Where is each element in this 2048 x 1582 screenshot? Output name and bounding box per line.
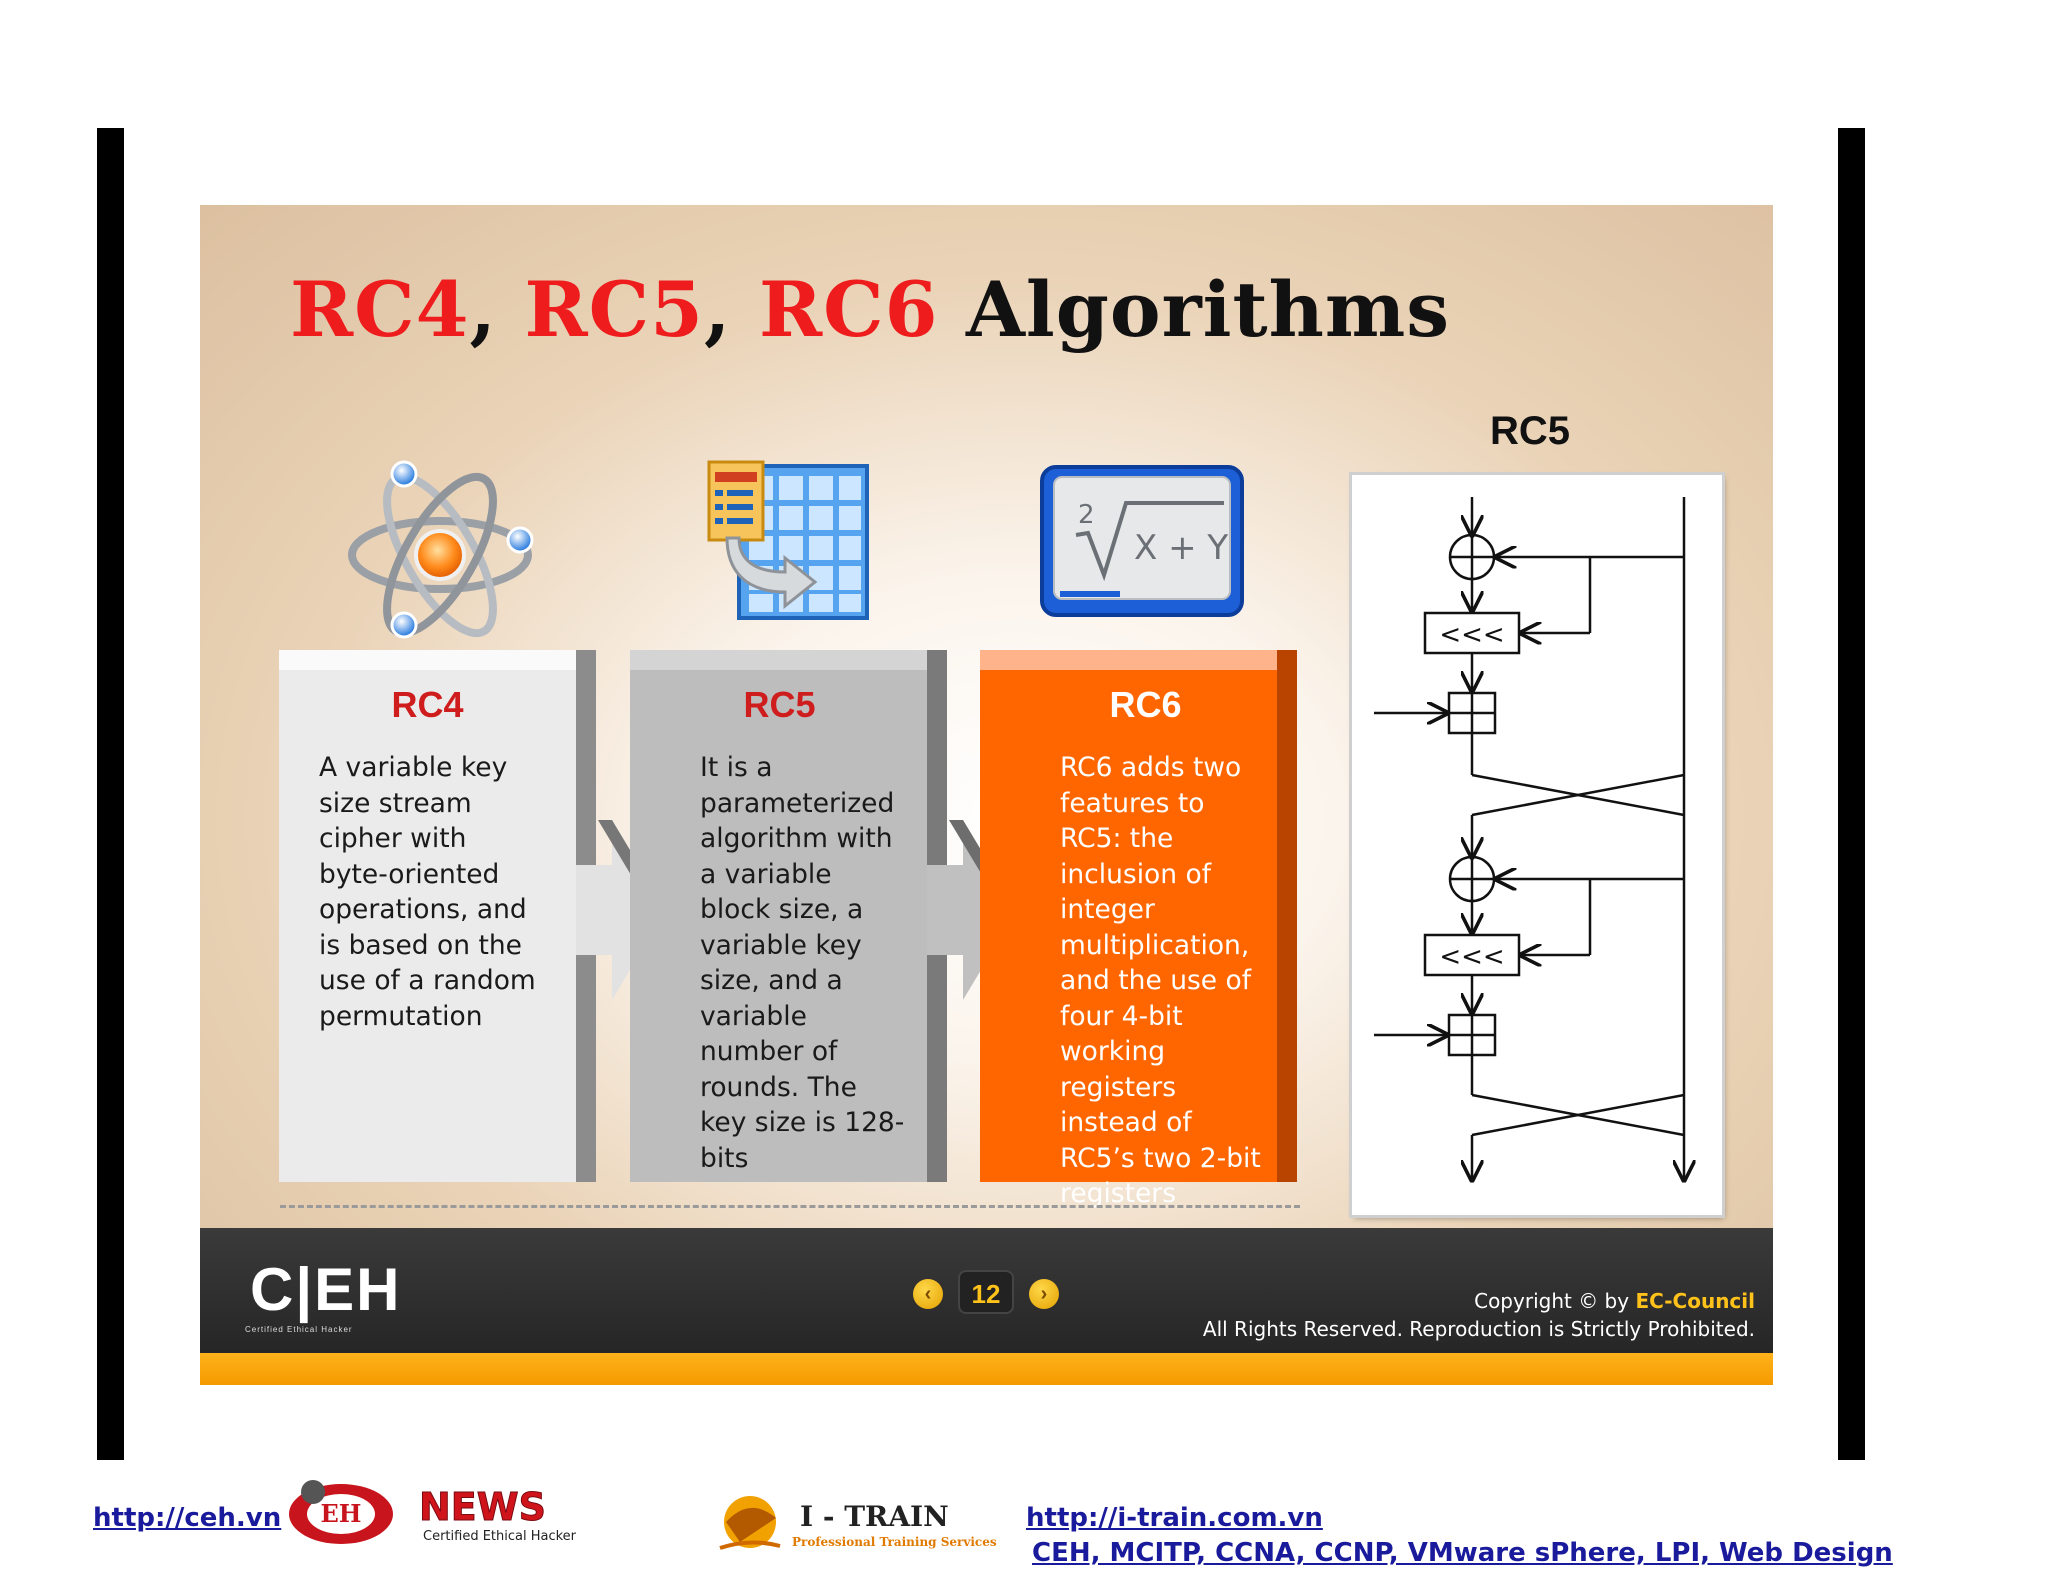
copyright-prefix: Copyright © by: [1474, 1289, 1636, 1313]
diagram-title: RC5: [1490, 409, 1571, 453]
ec-council-brand: EC-Council: [1635, 1289, 1755, 1313]
card-top-face: [630, 650, 927, 670]
atom-icon: [348, 460, 534, 639]
slide: RC4, RC5, RC6 Algorithms: [200, 205, 1773, 1385]
title-rc5: RC5: [524, 265, 704, 354]
title-comma: ,: [469, 265, 497, 354]
spreadsheet-icon: [707, 460, 869, 620]
card-side-face: [1277, 650, 1297, 1182]
formula-exponent: 2: [1078, 500, 1095, 530]
right-frame-bar: [1838, 128, 1865, 1460]
divider-dashed: [280, 1205, 1300, 1208]
title-algorithms: Algorithms: [965, 265, 1451, 354]
rc6-card: RC6 RC6 adds two features to RC5: the in…: [980, 650, 1297, 1209]
card-face: RC6 RC6 adds two features to RC5: the in…: [980, 670, 1277, 1209]
i-train-logo-text: I - TRAIN: [800, 1500, 949, 1533]
rc4-card-text: A variable key size stream cipher with b…: [319, 752, 536, 1032]
svg-text:EH: EH: [321, 1499, 362, 1528]
i-train-logo: I - TRAIN Professional Training Services: [719, 1496, 997, 1550]
rotate-left-label: <<<: [1439, 620, 1504, 650]
ceh-vn-link[interactable]: http://ceh.vn: [93, 1503, 282, 1533]
i-train-link[interactable]: http://i-train.com.vn: [1026, 1503, 1323, 1533]
ceh-logo: C|EH: [250, 1256, 402, 1323]
card-top-face: [279, 650, 576, 670]
page-number: 12: [958, 1270, 1014, 1314]
left-frame-bar: [97, 128, 124, 1460]
ceh-news-logo: EH NEWS Certified Ethical Hacker: [289, 1480, 577, 1544]
card-face: RC4 A variable key size stream cipher wi…: [279, 670, 576, 1182]
rc4-card-title: RC4: [391, 684, 464, 725]
formula-icon: 2 X + Y: [1040, 465, 1244, 617]
news-logo-sub: Certified Ethical Hacker: [423, 1529, 577, 1544]
rc5-feistel-diagram: <<< <<<: [1374, 497, 1722, 1215]
previous-slide-button[interactable]: ‹: [913, 1279, 943, 1309]
copyright-line: Copyright © by EC-Council: [1203, 1287, 1755, 1315]
formula-radicand: X + Y: [1134, 528, 1228, 568]
copyright: Copyright © by EC-Council All Rights Res…: [1203, 1287, 1755, 1343]
card-face: RC5 It is a parameterized algorithm with…: [630, 670, 927, 1182]
next-slide-button[interactable]: ›: [1029, 1279, 1059, 1309]
rc6-card-text: RC6 adds two features to RC5: the inclus…: [1060, 752, 1261, 1209]
ceh-logo-subtitle: Certified Ethical Hacker: [245, 1325, 353, 1334]
courses-link[interactable]: CEH, MCITP, CCNA, CCNP, VMware sPhere, L…: [1032, 1538, 1893, 1568]
rc5-card: RC5 It is a parameterized algorithm with…: [630, 650, 947, 1182]
rc5-diagram: <<< <<<: [1352, 475, 1722, 1215]
card-top-face: [980, 650, 1277, 670]
rc5-card-text: It is a parameterized algorithm with a v…: [700, 752, 905, 1174]
title-rc6: RC6: [758, 265, 939, 354]
pager: ‹ 12 ›: [913, 1268, 1065, 1318]
rc6-card-title: RC6: [1109, 684, 1182, 725]
rc5-card-title: RC5: [743, 684, 816, 725]
rights-line: All Rights Reserved. Reproduction is Str…: [1202, 1317, 1755, 1341]
rotate-left-label: <<<: [1439, 942, 1504, 972]
title-rc4: RC4: [290, 265, 470, 354]
rc4-card: RC4 A variable key size stream cipher wi…: [279, 650, 596, 1182]
i-train-logo-sub: Professional Training Services: [792, 1535, 997, 1549]
title-comma: ,: [704, 265, 732, 354]
news-logo-text: NEWS: [419, 1485, 546, 1529]
slide-title: RC4, RC5, RC6 Algorithms: [290, 265, 1450, 354]
slide-footer-stripe: [200, 1353, 1773, 1385]
